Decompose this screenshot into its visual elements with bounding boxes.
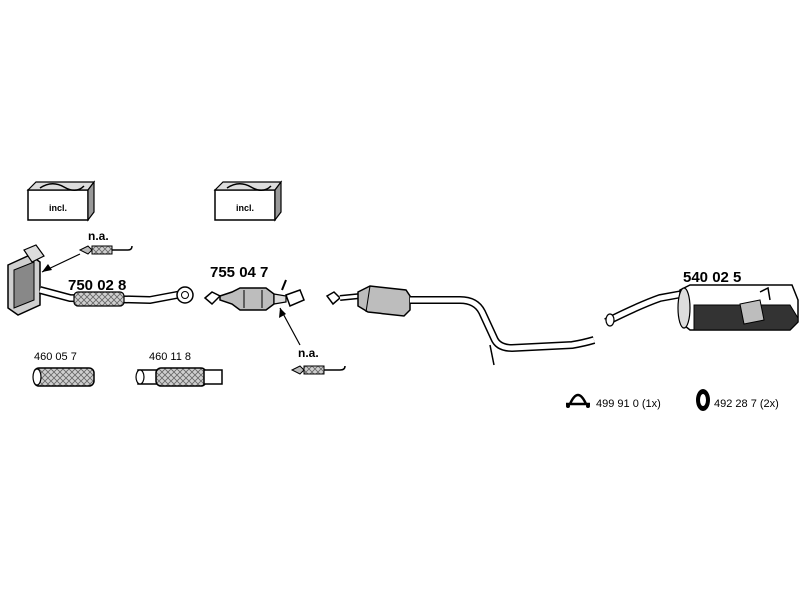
oxygen-sensor-1[interactable] — [78, 245, 133, 255]
included-parts-box-1[interactable]: incl. — [26, 180, 96, 222]
middle-silencer[interactable] — [325, 285, 596, 366]
rubber-mount-icon[interactable] — [696, 389, 710, 411]
part-number-460118: 460 11 8 — [149, 351, 191, 363]
included-parts-box-2[interactable]: incl. — [213, 180, 283, 222]
oxygen-sensor-2[interactable] — [290, 365, 346, 375]
flex-pipe-460118[interactable] — [135, 367, 223, 387]
rear-silencer-540025[interactable] — [604, 284, 799, 331]
incl-label-2: incl. — [236, 203, 254, 213]
clamp-icon[interactable] — [566, 393, 590, 408]
part-number-540025: 540 02 5 — [683, 269, 741, 286]
na-label-1: n.a. — [88, 229, 109, 243]
part-number-755047: 755 04 7 — [210, 264, 268, 281]
flex-pipe-460057[interactable] — [32, 367, 95, 387]
catalytic-converter-755047[interactable] — [203, 279, 305, 311]
part-number-750028: 750 02 8 — [68, 277, 126, 294]
clamp-part-number: 499 91 0 (1x) — [596, 398, 661, 410]
na-label-2: n.a. — [298, 346, 319, 360]
arrow-head-1 — [42, 264, 52, 272]
part-number-460057: 460 05 7 — [34, 351, 77, 363]
front-pipe-750028[interactable] — [7, 244, 194, 316]
arrow-head-2 — [279, 308, 286, 318]
mount-part-number: 492 28 7 (2x) — [714, 398, 779, 410]
incl-label-1: incl. — [49, 203, 67, 213]
